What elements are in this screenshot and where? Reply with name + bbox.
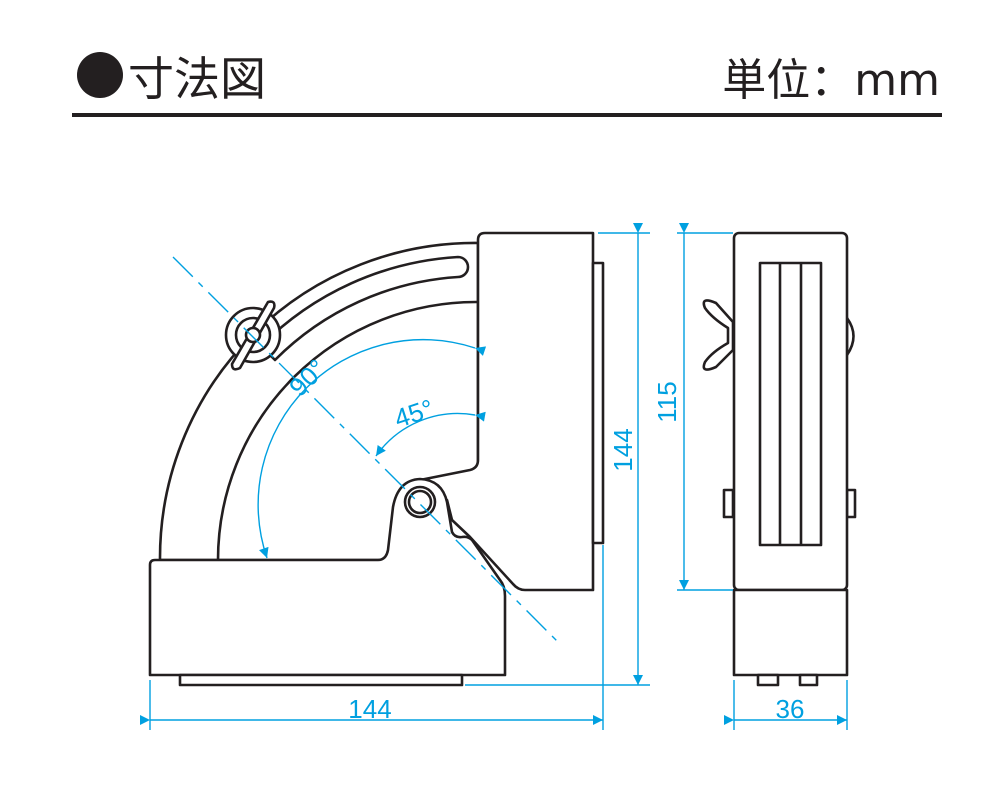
wing-nut <box>702 299 735 371</box>
lower-body <box>732 588 849 677</box>
side-width-label: 144 <box>348 694 391 724</box>
adjustment-slot <box>259 255 470 362</box>
header-divider <box>72 113 942 117</box>
front-view: 115 36 <box>652 223 857 730</box>
side-height-label: 144 <box>608 428 638 471</box>
side-tab-left <box>722 488 735 519</box>
side-view: 90° 45° 144 144 <box>140 223 650 730</box>
back-plate <box>591 261 605 545</box>
magnet-window <box>758 261 823 547</box>
angle-45-arc <box>375 411 486 457</box>
foot-right <box>798 673 819 687</box>
foot-left <box>756 673 780 687</box>
angle-90-arc <box>257 338 487 559</box>
front-height-label: 115 <box>652 381 682 422</box>
page-title: 寸法図 <box>128 52 266 106</box>
unit-label: 単位：mm <box>722 55 940 106</box>
base-foot <box>178 673 464 687</box>
bullet-icon <box>77 52 123 98</box>
front-width-label: 36 <box>776 694 805 724</box>
